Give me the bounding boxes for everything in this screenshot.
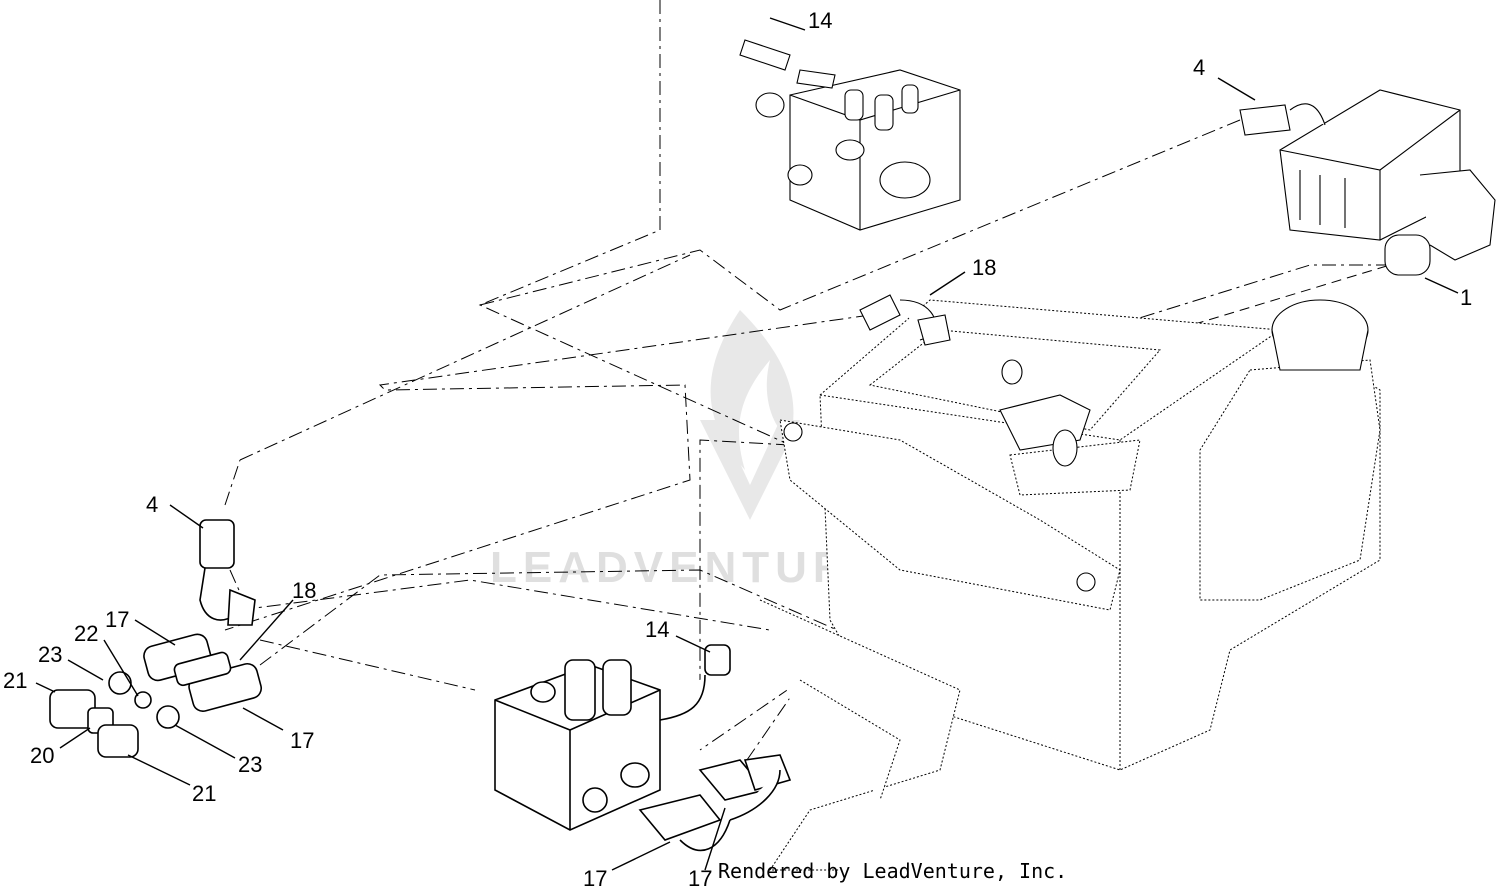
hose-4-left xyxy=(199,519,256,626)
callout-4-top: 4 xyxy=(1193,55,1205,80)
leader-lines xyxy=(35,17,1459,871)
callout-14-mid: 14 xyxy=(645,617,669,642)
callout-18-left: 18 xyxy=(292,578,316,603)
callout-17-upper: 17 xyxy=(105,607,129,632)
hose-routes xyxy=(224,0,1391,771)
callout-14-top: 14 xyxy=(808,8,832,33)
upper-right-pump xyxy=(1239,89,1496,276)
leadventure-watermark: LEADVENTURE xyxy=(490,310,886,592)
callout-18-top: 18 xyxy=(972,255,996,280)
credit-text: Rendered by LeadVenture, Inc. xyxy=(718,859,1067,883)
watermark-text: LEADVENTURE xyxy=(490,543,886,592)
callout-17-bottom-a: 17 xyxy=(583,866,607,890)
callout-20: 20 xyxy=(30,743,54,768)
callout-23-right: 23 xyxy=(238,752,262,777)
callout-22: 22 xyxy=(74,621,98,646)
hydraulic-tank xyxy=(759,299,1381,871)
callout-21-bottom: 21 xyxy=(192,781,216,806)
callout-17-bottom-b: 17 xyxy=(688,866,712,890)
lower-valve-block xyxy=(494,644,792,852)
upper-valve-block xyxy=(739,39,961,231)
callout-numbers: 14 4 18 1 4 18 17 14 23 22 21 20 17 23 2… xyxy=(3,8,1472,890)
callout-4-left: 4 xyxy=(146,492,158,517)
left-fittings xyxy=(49,633,263,758)
callout-21-left: 21 xyxy=(3,668,27,693)
fitting-18-top xyxy=(859,294,951,346)
callout-23-left: 23 xyxy=(38,642,62,667)
callout-1: 1 xyxy=(1460,285,1472,310)
callout-17-right: 17 xyxy=(290,728,314,753)
